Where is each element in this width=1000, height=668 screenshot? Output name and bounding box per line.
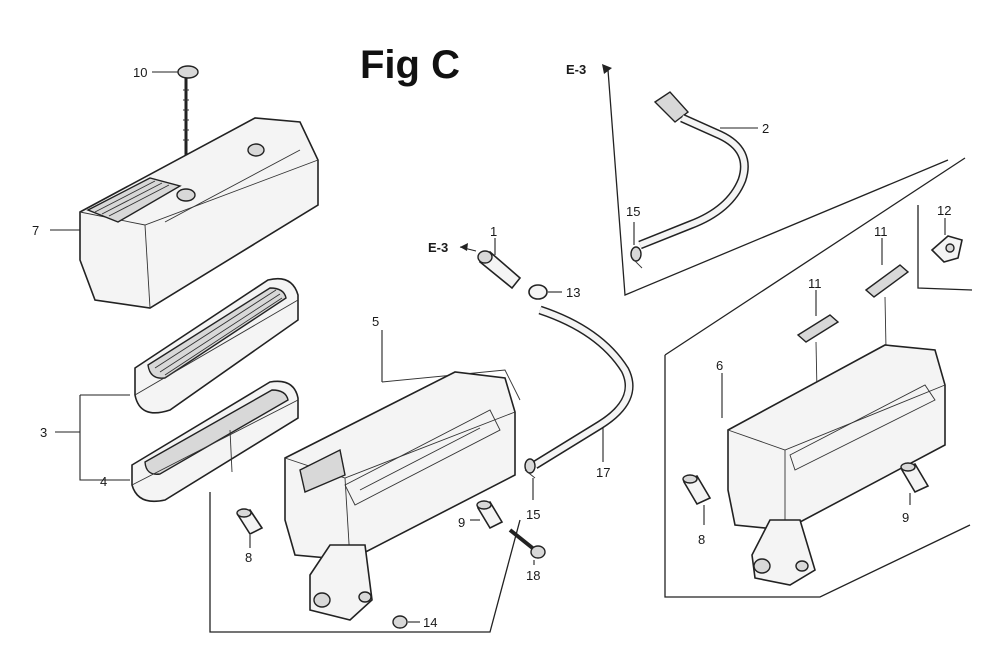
- callout-15-top: 15: [626, 204, 640, 219]
- figure-title: Fig C: [360, 43, 460, 87]
- callout-4: 4: [100, 474, 107, 489]
- callout-3: 3: [40, 425, 47, 440]
- stud-part-11a: [796, 314, 840, 343]
- callout-14: 14: [423, 615, 437, 630]
- air-cleaner-case-part: [284, 371, 516, 621]
- callout-17: 17: [596, 465, 610, 480]
- tube-clip-part-top: [630, 246, 643, 269]
- callout-18: 18: [526, 568, 540, 583]
- callout-13: 13: [566, 285, 580, 300]
- ref-e3-top: E-3: [566, 62, 586, 77]
- air-cleaner-case-right-part: [727, 344, 946, 586]
- callout-8-right: 8: [698, 532, 705, 547]
- flange-bolt-part: [508, 528, 546, 559]
- group-frame-tube: [607, 69, 949, 296]
- collar-part-right-8: [682, 474, 712, 506]
- callout-6: 6: [716, 358, 723, 373]
- air-filter-element-part: [134, 277, 299, 414]
- collar-part-mid: [476, 500, 504, 530]
- callout-11-b: 11: [874, 224, 888, 239]
- ref-e3-mid: E-3: [428, 240, 448, 255]
- pre-cleaner-part: [131, 380, 299, 503]
- collar-part-right-9: [900, 462, 930, 494]
- callout-8-left: 8: [245, 550, 252, 565]
- collar-part-left: [236, 508, 264, 536]
- hose-clamp-part: [528, 284, 548, 300]
- breather-tube-part: [532, 305, 634, 469]
- callout-7: 7: [32, 223, 39, 238]
- callout-1: 1: [490, 224, 497, 239]
- air-cleaner-cover-part: [79, 117, 319, 309]
- clip-part-12: [930, 235, 963, 263]
- bracket-3: [55, 394, 130, 481]
- group-frame-case-right: [664, 355, 971, 598]
- leader-5-frame: [381, 369, 521, 401]
- callout-2: 2: [762, 121, 769, 136]
- group-frame-diagonal: [664, 157, 966, 356]
- callout-11-a: 11: [808, 276, 822, 291]
- callout-12: 12: [937, 203, 951, 218]
- callout-15-mid: 15: [526, 507, 540, 522]
- callout-9-right: 9: [902, 510, 909, 525]
- flange-nut-part: [392, 615, 408, 629]
- callout-9-mid: 9: [458, 515, 465, 530]
- wing-bolt-part: [177, 65, 199, 155]
- callout-10: 10: [133, 65, 147, 80]
- stud-part-11b: [864, 264, 910, 298]
- tube-clip-part-mid: [524, 458, 536, 479]
- callout-5: 5: [372, 314, 379, 329]
- group-frame-small: [917, 205, 973, 291]
- joint-part: [477, 250, 522, 290]
- group-frame-case: [209, 492, 521, 633]
- breather-tube-part-upper: [638, 91, 749, 250]
